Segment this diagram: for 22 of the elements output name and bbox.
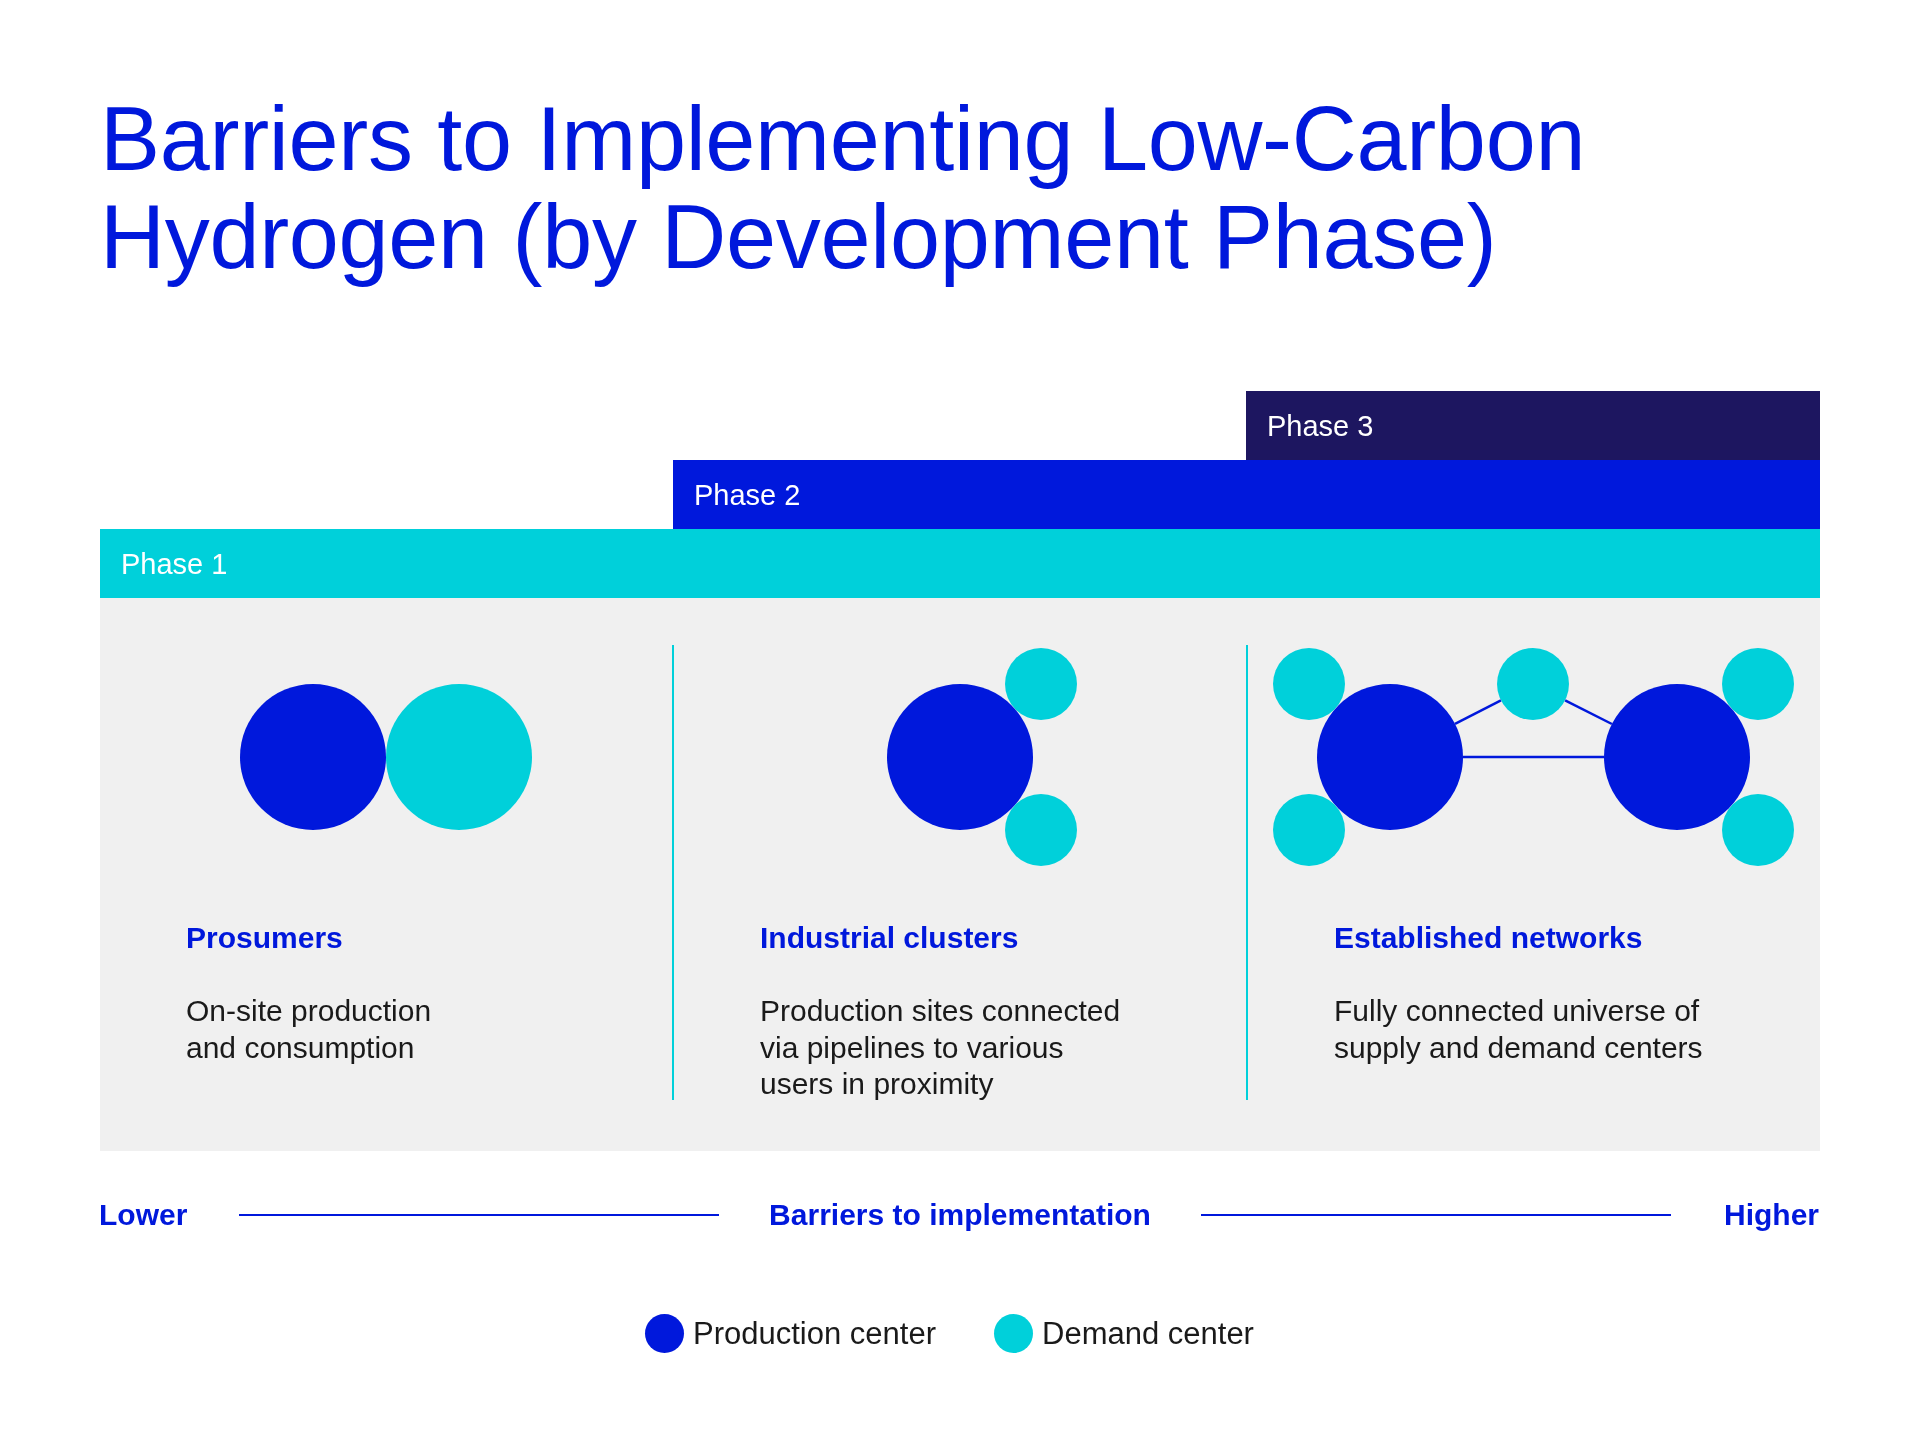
axis-label: Barriers to implementation <box>769 1197 1151 1233</box>
phase-bar <box>100 529 1820 598</box>
title: Barriers to Implementing Low-Carbon Hydrogen (by Development Phase) <box>100 90 1587 286</box>
phase-bar <box>1246 391 1820 460</box>
column-description: Fully connected universe of supply and demand centers <box>1334 993 1704 1066</box>
legend-label: Demand center <box>1042 1314 1254 1353</box>
column-heading: Prosumers <box>186 920 343 956</box>
connector-line <box>1463 755 1604 759</box>
column-description: Production sites connected via pipelines to various users in proximity <box>760 993 1122 1103</box>
connector-line <box>1454 699 1502 725</box>
phase-panel <box>100 598 1820 1151</box>
phase-label: Phase 2 <box>694 477 801 512</box>
axis-label: Higher <box>1724 1197 1819 1233</box>
column-description: On-site production and consumption <box>186 993 433 1066</box>
connector-line <box>1564 699 1613 726</box>
phase-label: Phase 3 <box>1267 408 1374 443</box>
phase-bar <box>673 460 1820 529</box>
column-heading: Industrial clusters <box>760 920 1019 956</box>
axis-label: Lower <box>99 1197 188 1233</box>
column-heading: Established networks <box>1334 920 1643 956</box>
phase-label: Phase 1 <box>121 546 228 581</box>
legend-label: Production center <box>693 1314 936 1353</box>
